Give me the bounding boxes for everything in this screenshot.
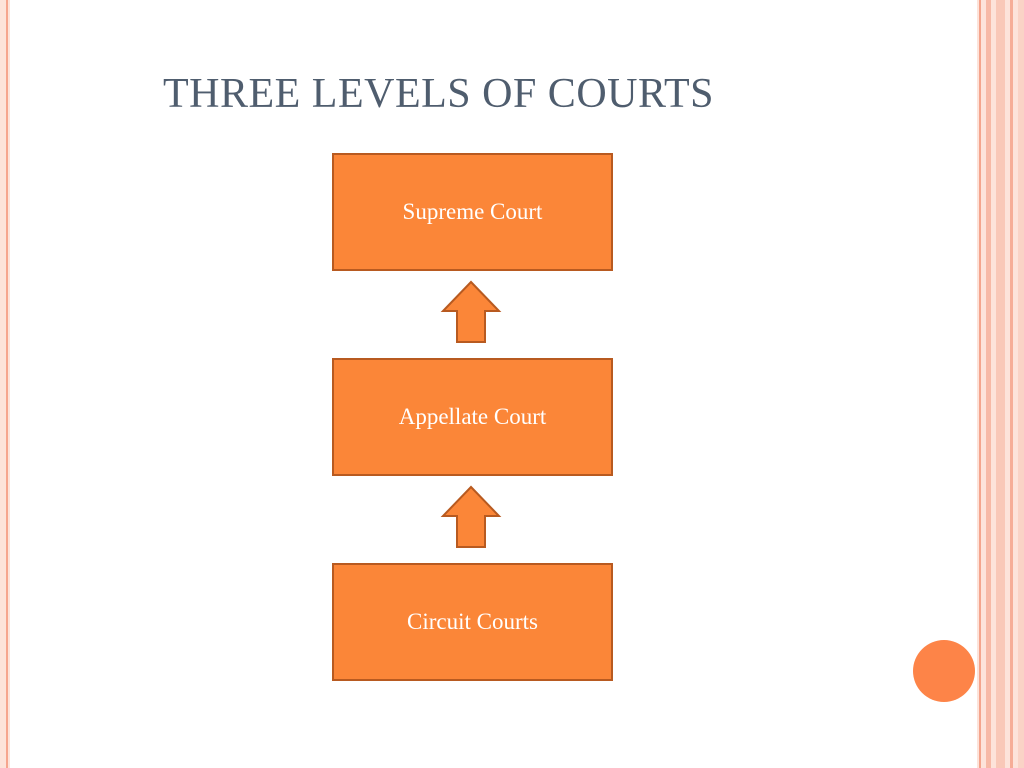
right-decorative-line bbox=[1010, 0, 1013, 768]
node-label: Supreme Court bbox=[402, 199, 543, 224]
node-supreme-court: Supreme Court bbox=[332, 153, 613, 271]
node-label: Circuit Courts bbox=[407, 609, 538, 634]
right-decorative-line bbox=[979, 0, 981, 768]
node-circuit-courts: Circuit Courts bbox=[332, 563, 613, 681]
left-decorative-border bbox=[0, 0, 10, 768]
right-decorative-line bbox=[1018, 0, 1024, 768]
right-decorative-line bbox=[986, 0, 991, 768]
node-appellate-court: Appellate Court bbox=[332, 358, 613, 476]
left-decorative-line bbox=[6, 0, 8, 768]
up-arrow-icon bbox=[440, 280, 502, 343]
up-arrow-icon bbox=[440, 485, 502, 548]
slide-title: THREE LEVELS OF COURTS bbox=[163, 71, 714, 117]
accent-circle bbox=[913, 640, 975, 702]
node-label: Appellate Court bbox=[398, 404, 547, 429]
right-decorative-line bbox=[996, 0, 1005, 768]
